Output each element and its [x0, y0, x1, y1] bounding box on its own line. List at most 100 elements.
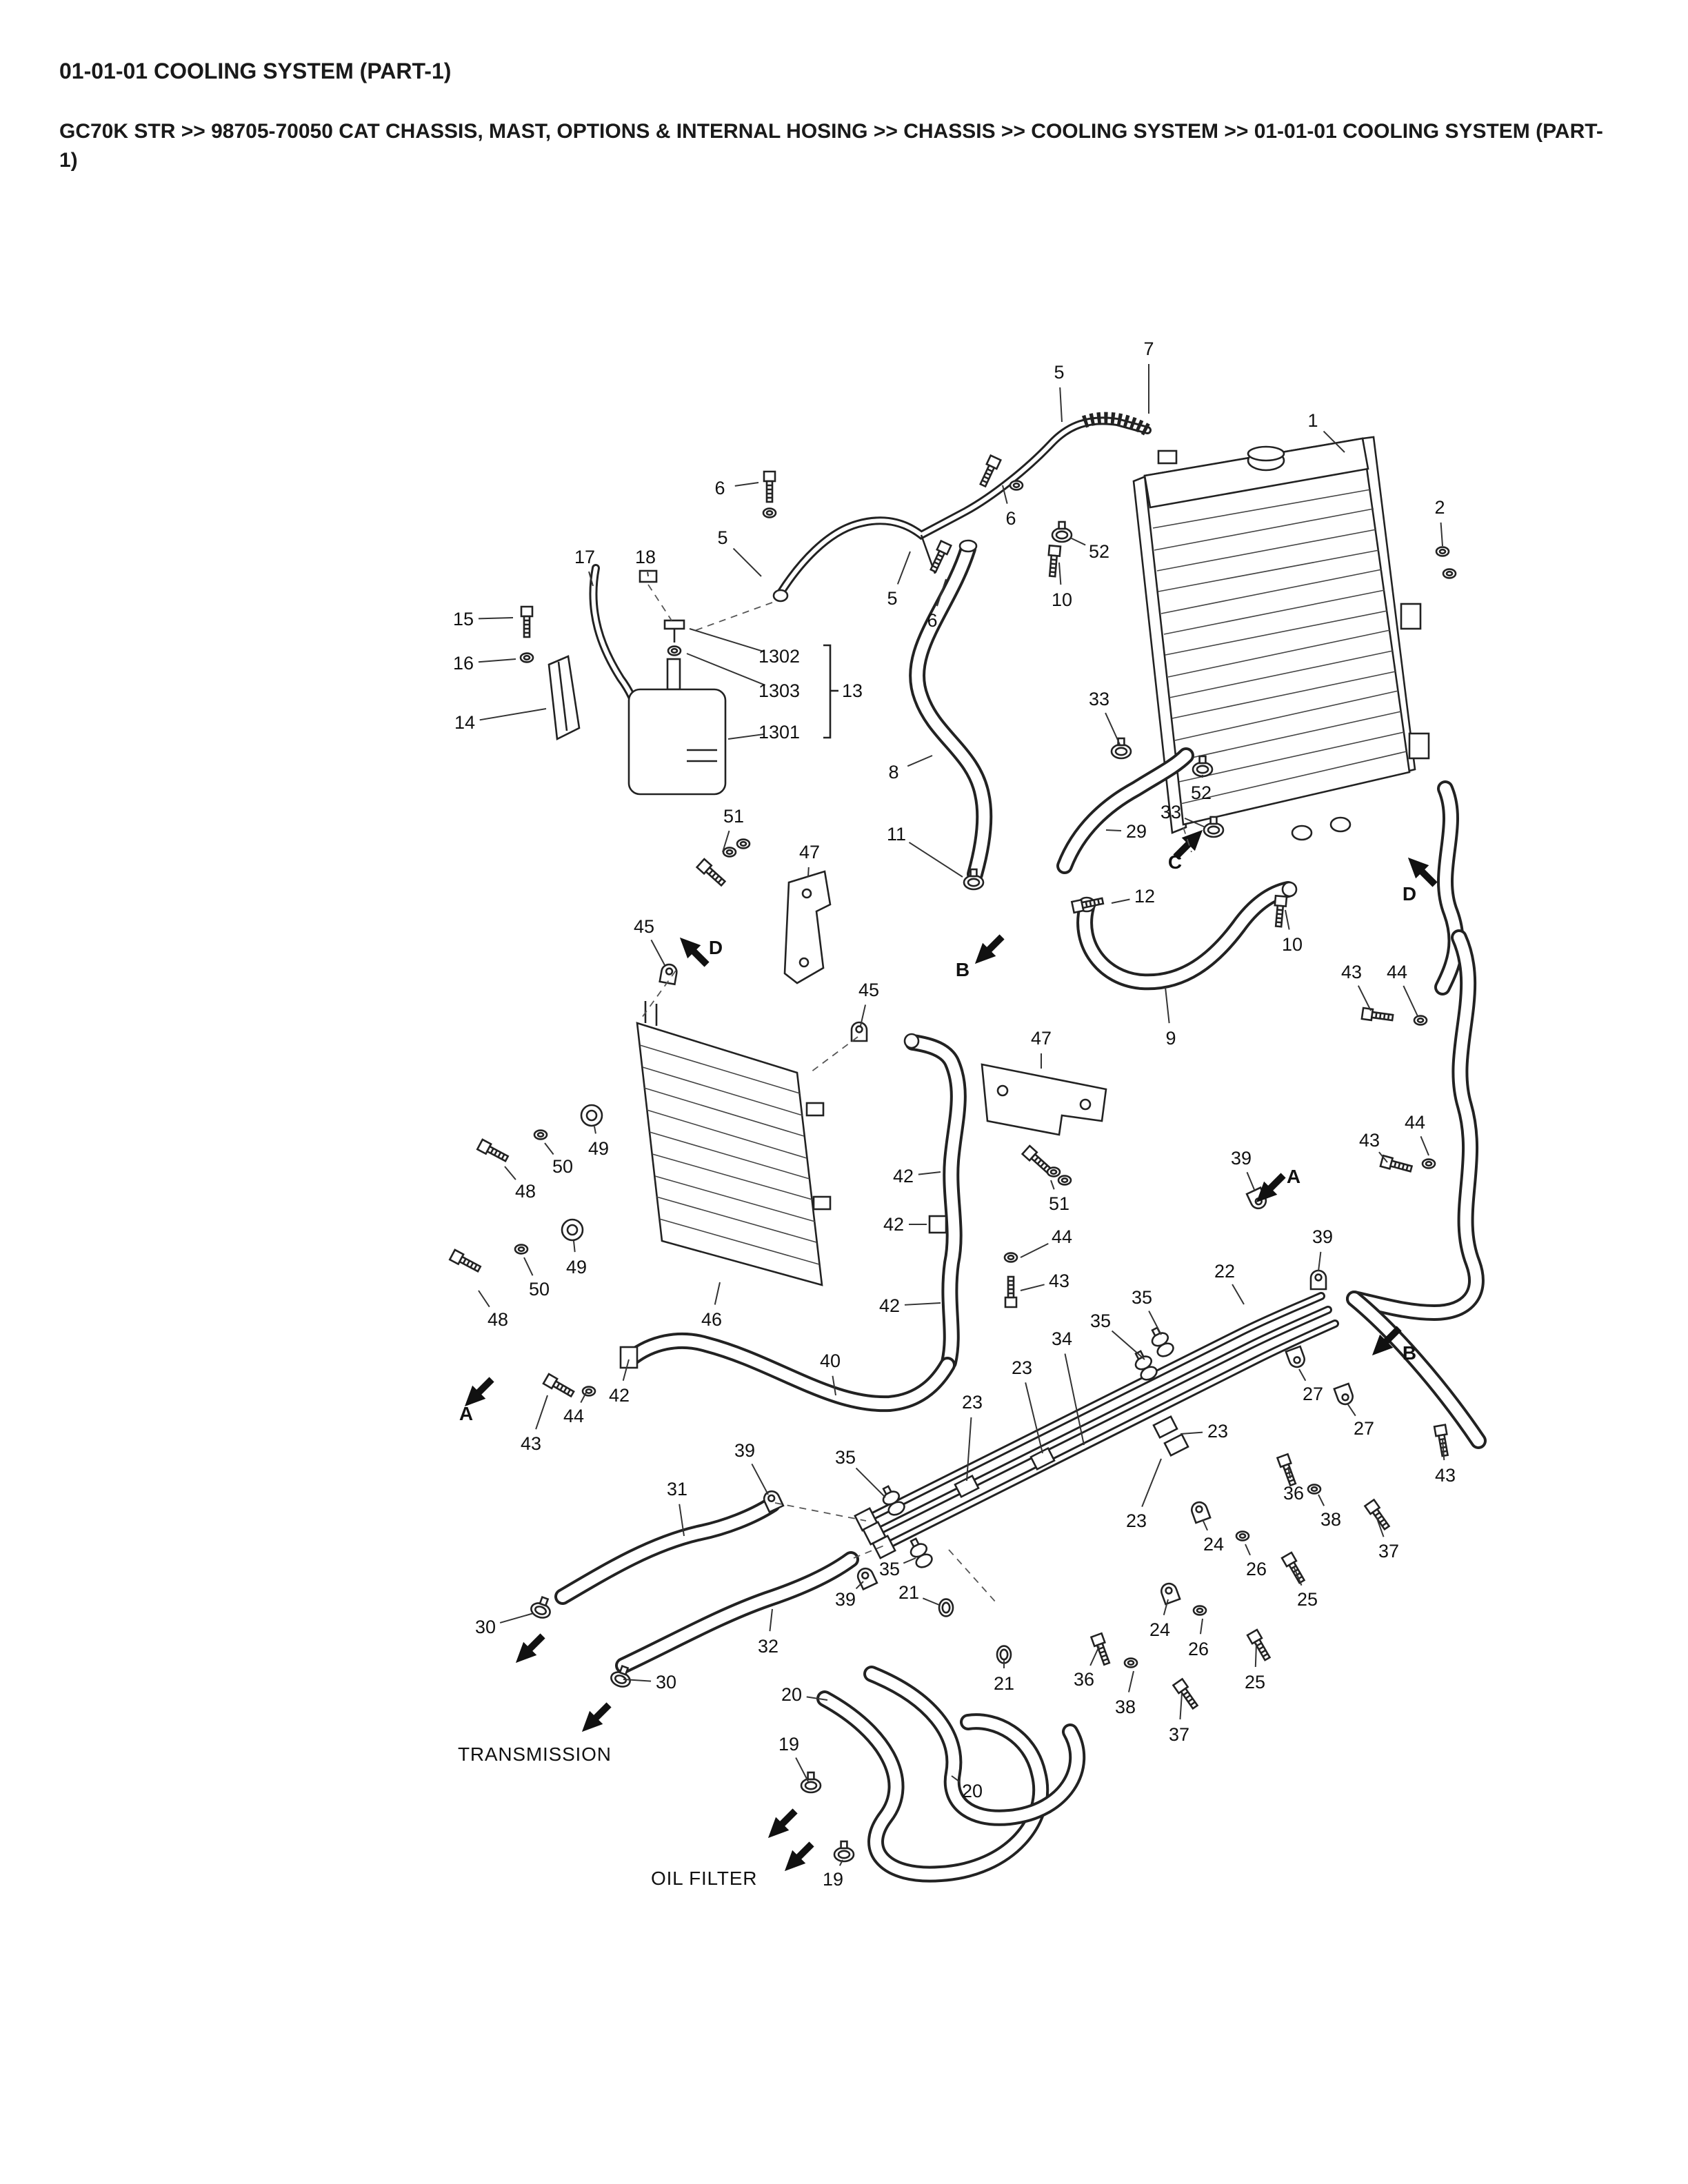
part-callout-27: 27: [1353, 1418, 1375, 1439]
part-callout-23: 23: [1125, 1510, 1147, 1531]
part-callout-20: 20: [961, 1781, 983, 1801]
part-callout-1301: 1301: [758, 722, 801, 742]
part-callout-44: 44: [1386, 962, 1408, 982]
part-callout-35: 35: [834, 1447, 856, 1468]
part-callout-10: 10: [1281, 934, 1303, 955]
part-callout-20: 20: [781, 1684, 803, 1705]
part-callout-5: 5: [717, 527, 728, 548]
view-marker-B: B: [1402, 1342, 1417, 1364]
part-callout-35: 35: [1089, 1311, 1112, 1331]
part-callout-37: 37: [1378, 1541, 1400, 1561]
part-callout-30: 30: [474, 1617, 496, 1637]
page-title: 01-01-01 COOLING SYSTEM (PART-1): [59, 61, 452, 84]
part-callout-16: 16: [452, 653, 474, 674]
part-callout-5: 5: [1054, 362, 1065, 383]
part-callout-51: 51: [723, 806, 745, 827]
part-callout-36: 36: [1283, 1483, 1305, 1504]
part-callout-23: 23: [961, 1392, 983, 1413]
part-callout-35: 35: [878, 1559, 901, 1579]
breadcrumb: GC70K STR >> 98705-70050 CAT CHASSIS, MA…: [59, 120, 1603, 172]
part-callout-44: 44: [1404, 1112, 1426, 1133]
part-callout-5: 5: [887, 588, 898, 609]
part-callout-18: 18: [634, 547, 656, 567]
view-marker-C: C: [1167, 851, 1183, 873]
part-callout-44: 44: [1051, 1226, 1073, 1247]
part-callout-39: 39: [834, 1589, 856, 1610]
part-callout-6: 6: [927, 610, 938, 631]
part-callout-1302: 1302: [758, 646, 801, 667]
part-callout-26: 26: [1245, 1559, 1267, 1579]
part-callout-42: 42: [608, 1385, 630, 1406]
view-marker-D: D: [708, 936, 723, 958]
part-callout-43: 43: [1358, 1130, 1380, 1151]
cooler-hoses: [619, 1033, 967, 1413]
part-callout-51: 51: [1048, 1193, 1070, 1214]
part-callout-23: 23: [1011, 1357, 1033, 1378]
part-callout-52: 52: [1088, 541, 1110, 562]
projection-lines: [639, 584, 1192, 1603]
part-callout-39: 39: [1230, 1148, 1252, 1169]
part-callout-48: 48: [514, 1181, 536, 1202]
part-callout-37: 37: [1168, 1724, 1190, 1745]
part-callout-9: 9: [1165, 1028, 1176, 1049]
part-callout-27: 27: [1302, 1384, 1324, 1404]
part-callout-7: 7: [1143, 338, 1154, 359]
part-callout-29: 29: [1125, 821, 1147, 842]
view-marker-D: D: [1402, 882, 1417, 904]
part-callout-24: 24: [1149, 1619, 1171, 1640]
part-callout-40: 40: [819, 1351, 841, 1371]
part-callout-33: 33: [1088, 689, 1110, 709]
part-callout-12: 12: [1134, 886, 1156, 907]
diagram-label-transmission: TRANSMISSION: [458, 1743, 612, 1765]
part-callout-11: 11: [886, 824, 907, 845]
part-callout-33: 33: [1160, 802, 1182, 822]
reserve-tank: [547, 564, 838, 796]
part-callout-21: 21: [993, 1673, 1015, 1694]
view-marker-B: B: [955, 958, 970, 980]
part-callout-42: 42: [878, 1295, 901, 1316]
part-callout-24: 24: [1203, 1534, 1225, 1555]
part-callout-8: 8: [888, 762, 899, 782]
part-callout-32: 32: [757, 1636, 779, 1657]
part-callout-42: 42: [883, 1214, 905, 1235]
oil-cooler: [636, 1001, 832, 1286]
part-callout-10: 10: [1051, 589, 1073, 610]
part-callout-19: 19: [778, 1734, 800, 1755]
part-callout-15: 15: [452, 609, 474, 629]
oil-filter-hoses: [816, 1666, 1086, 1883]
part-callout-39: 39: [1312, 1226, 1334, 1247]
part-callout-50: 50: [552, 1156, 574, 1177]
right-side-hoses: [1346, 780, 1487, 1449]
part-callout-44: 44: [563, 1406, 585, 1426]
part-callout-43: 43: [1434, 1465, 1456, 1486]
part-callout-45: 45: [858, 980, 880, 1000]
part-callout-43: 43: [1340, 962, 1363, 982]
part-callout-22: 22: [1214, 1261, 1236, 1282]
transmission-hoses: [554, 1496, 859, 1674]
view-marker-A: A: [1286, 1165, 1301, 1187]
part-callout-14: 14: [454, 712, 476, 733]
part-callout-19: 19: [822, 1869, 844, 1890]
part-callout-47: 47: [1030, 1028, 1052, 1049]
part-callout-2: 2: [1434, 497, 1445, 518]
part-callout-1303: 1303: [758, 680, 801, 701]
part-callout-43: 43: [520, 1433, 542, 1454]
part-callout-49: 49: [587, 1138, 610, 1159]
part-callout-31: 31: [666, 1479, 688, 1499]
part-callout-39: 39: [734, 1440, 756, 1461]
part-callout-43: 43: [1048, 1271, 1070, 1291]
part-callout-42: 42: [892, 1166, 914, 1186]
part-callout-30: 30: [655, 1672, 677, 1692]
part-callout-36: 36: [1073, 1669, 1095, 1690]
part-callout-17: 17: [574, 547, 596, 567]
part-callout-50: 50: [528, 1279, 550, 1300]
oil-pipes: [854, 1292, 1339, 1559]
part-callout-25: 25: [1296, 1589, 1318, 1610]
part-callout-49: 49: [565, 1257, 587, 1277]
part-callout-6: 6: [714, 478, 725, 498]
